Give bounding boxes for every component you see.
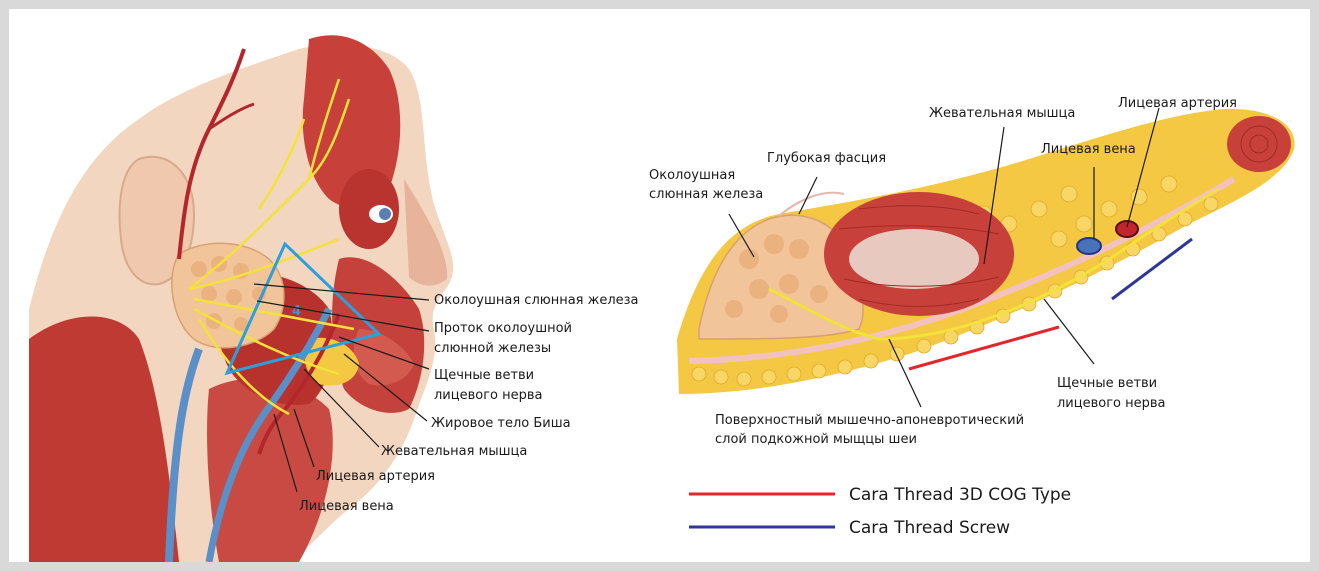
label-buccal-branches-right-line2: лицевого нерва <box>1057 396 1166 411</box>
legend-label-cog: Cara Thread 3D COG Type <box>849 485 1071 505</box>
legend-label-screw: Cara Thread Screw <box>849 518 1010 538</box>
label-facial-vein: Лицевая вена <box>299 499 394 514</box>
label-parotid-duct-line1: Проток околоушной <box>434 321 572 336</box>
label-masseter: Жевательная мышца <box>381 444 527 459</box>
label-buccal-branches-line1: Щечные ветви <box>434 368 534 383</box>
region-number: 4 <box>292 304 301 319</box>
legend-item-screw: Cara Thread Screw <box>689 518 1010 538</box>
label-parotid-line2: слюнная железа <box>649 187 763 202</box>
anatomy-figure: 4 Околоушная слюнная железа Проток около… <box>9 9 1310 562</box>
label-buccal-branches-line2: лицевого нерва <box>434 388 543 403</box>
legend-item-cog: Cara Thread 3D COG Type <box>689 485 1071 505</box>
label-smas-line2: слой подкожной мыщцы шеи <box>715 432 917 447</box>
mandible-ramus <box>849 229 979 289</box>
label-parotid-duct-line2: слюнной железы <box>434 341 551 356</box>
label-bichat-fat-pad: Жировое тело Биша <box>431 416 571 431</box>
label-facial-vein-right: Лицевая вена <box>1041 142 1136 157</box>
eye-iris <box>379 208 391 220</box>
facial-vein-section <box>1077 238 1101 254</box>
label-parotid-line1: Околоушная <box>649 168 735 183</box>
label-facial-artery-right: Лицевая артерия <box>1118 96 1237 111</box>
label-deep-fascia: Глубокая фасция <box>767 151 886 166</box>
orbicularis-oris-section <box>1227 116 1291 172</box>
label-smas-line1: Поверхностный мышечно-апоневротический <box>715 413 1024 428</box>
figure-frame: 4 Околоушная слюнная железа Проток около… <box>9 9 1310 562</box>
label-buccal-branches-right-line1: Щечные ветви <box>1057 376 1157 391</box>
label-parotid-gland: Околоушная слюнная железа <box>434 293 639 308</box>
label-masseter-right: Жевательная мышца <box>929 106 1075 121</box>
facial-artery-section <box>1116 221 1138 237</box>
legend: Cara Thread 3D COG Type Cara Thread Scre… <box>689 485 1071 538</box>
label-facial-artery: Лицевая артерия <box>316 469 435 484</box>
